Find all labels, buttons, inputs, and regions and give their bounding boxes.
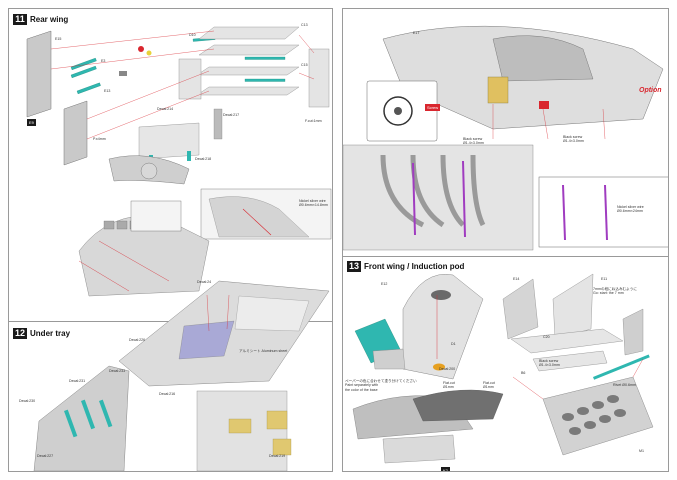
option-label: Option [639,87,662,94]
left-page: 11 Rear wing [8,8,333,472]
cut-note: Flat.cut Ø1mm [443,381,455,390]
front-wing-diagram [352,273,654,464]
part-label: F.cut:1mm [305,119,322,123]
right-page: E17 Option Black screw Ø1.4×3.0mm Black … [342,8,669,472]
under-tray-diagram [33,280,330,471]
section-number: 12 [13,328,28,339]
section-title: Front wing / Induction pod [364,262,465,271]
part-label: D10 [189,33,196,37]
rear-wing-diagram [26,26,332,240]
part-label: C20 [543,335,550,339]
screw-note: Black screw Ø1.4×3.0mm [539,359,560,368]
aluminum-note: アルミシート Aluminum sheet [239,349,288,353]
part-label: Decal:218 [195,157,212,161]
part-label: E14 [513,277,520,281]
part-label: Decal:200 [439,367,456,371]
section-number: 11 [13,14,27,25]
section-rear-wing-header: 11 Rear wing [13,14,68,25]
part-label: D1 [451,342,456,346]
cut-note: Flat.cut Ø1mm [483,381,495,390]
engine-detail-drawing [78,200,210,297]
screw-note: Black screw Ø1.4×3.0mm [463,137,484,146]
part-label: Decal:214 [157,107,174,111]
part-label: Decal:230 [19,399,36,403]
part-label: Decal:216 [159,392,176,396]
section-front-wing-header: 13 Front wing / Induction pod [347,261,464,272]
part-label: Decal:231 [69,379,86,383]
part-label: E13 [104,89,111,93]
part-label: E15 [55,37,62,41]
section-title: Under tray [30,329,71,338]
screw-note: Black screw Ø1.4×3.0mm [563,135,584,144]
part-label: Decal:24 [197,280,212,284]
part-tag: K2 [441,467,450,472]
part-label: C13 [301,23,308,27]
part-label: Decal:227 [37,454,54,458]
nickel-wire-note: Nickel silver wire Ø0.6mm×14.8mm [299,199,328,208]
part-label: Decal:217 [223,113,240,117]
part-label: P.x4mm [93,137,106,141]
instruction-note: 7mmの段にね込みむように Go: start: the 7 mm [593,287,637,296]
decal-tag: E9 [27,119,36,126]
part-label: E3 [101,59,106,63]
chassis-assembly-drawing [366,25,664,142]
part-label: M1 [639,449,644,453]
part-label: C15 [301,63,308,67]
paint-note: ペーパーの色に合わせて塗り分けてください Paint separately wi… [345,379,417,392]
screw-tag: Screw [425,104,441,111]
exhaust-detail-drawing [343,144,668,251]
part-label: Decal:226 [129,338,146,342]
rivet-note: Rivet Ø0.6mm [613,383,636,387]
part-label: B6 [521,371,526,375]
wire-note: Nickel silver wire Ø0.6mm×24mm [617,205,644,214]
section-title: Rear wing [30,15,69,24]
part-label: E11 [601,277,608,281]
part-label: Decal:233 [109,369,126,373]
part-label: Decal:219 [269,454,286,458]
part-label: E17 [413,31,420,35]
section-number: 13 [347,261,362,272]
section-under-tray-header: 12 Under tray [13,328,70,339]
part-label: E12 [381,282,388,286]
